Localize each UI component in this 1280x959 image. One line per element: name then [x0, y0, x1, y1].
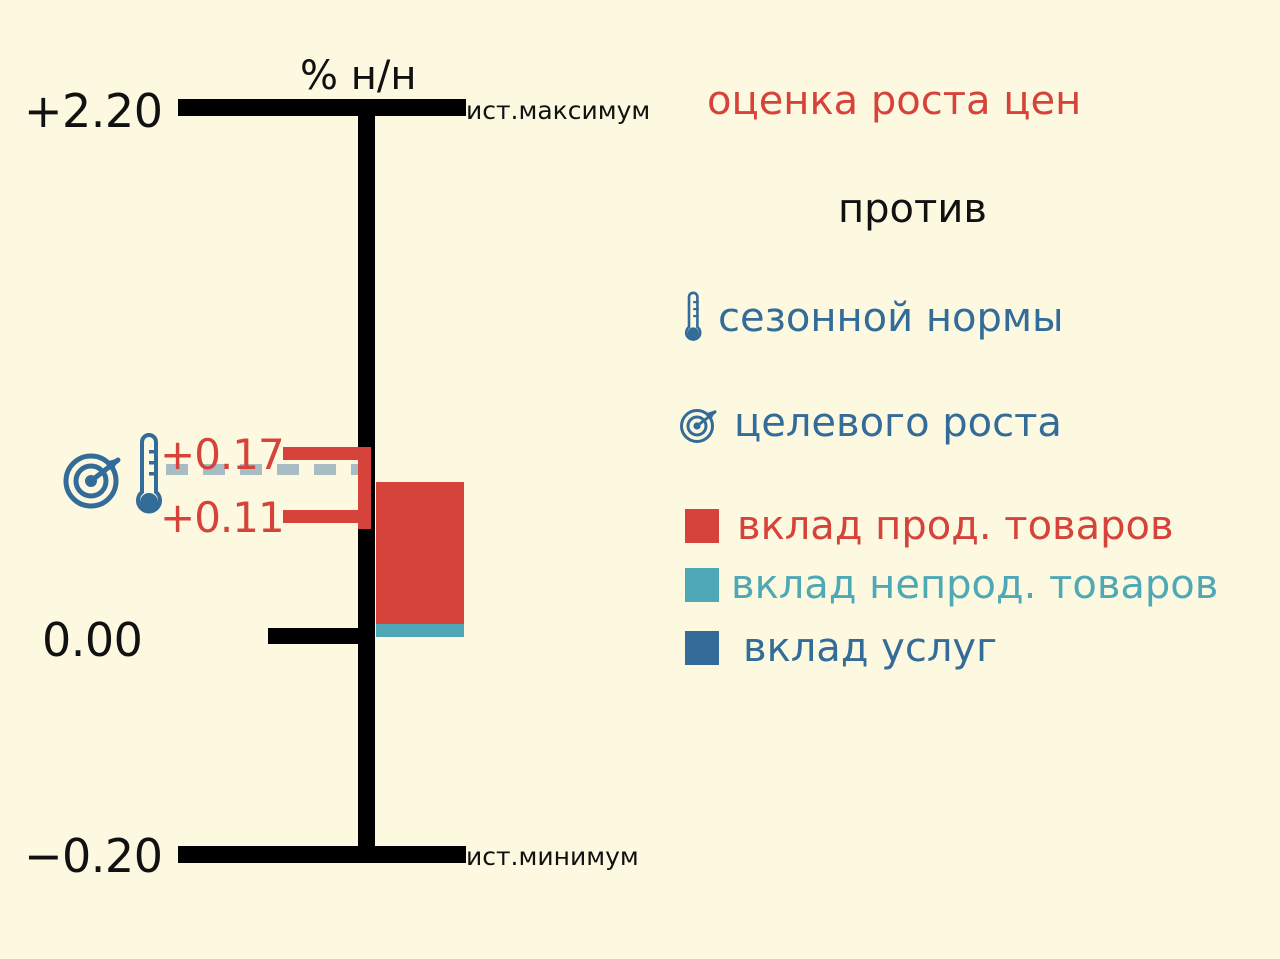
bar-segment-nonfood — [376, 624, 464, 637]
axis-tick-line-max — [178, 99, 466, 116]
legend-label-nonfood: вклад непрод. товаров — [731, 562, 1219, 608]
axis-tick-line-min — [178, 846, 466, 863]
legend-item-services: вклад услуг — [685, 625, 997, 671]
axis-tick-value-max: +2.20 — [24, 84, 163, 138]
legend-label-food: вклад прод. товаров — [737, 503, 1174, 549]
marker-label-target: +0.17 — [160, 430, 285, 479]
axis-unit-label: % н/н — [300, 53, 417, 99]
axis-tick-value-zero: 0.00 — [42, 613, 143, 667]
reference-dashed-line — [166, 464, 371, 475]
note-seasonal-norm-label: сезонной нормы — [718, 295, 1064, 341]
legend-swatch-nonfood — [685, 568, 719, 602]
axis-tick-line-zero — [268, 628, 368, 644]
legend-label-services: вклад услуг — [743, 625, 998, 671]
marker-bracket-norm-horizontal — [283, 510, 371, 523]
legend-item-nonfood: вклад непрод. товаров — [685, 562, 1218, 608]
legend-swatch-services — [685, 631, 719, 665]
marker-bracket-connector — [358, 447, 371, 529]
note-target-growth-label: целевого роста — [734, 400, 1062, 446]
target-icon — [678, 402, 720, 444]
thermometer-icon — [128, 432, 170, 522]
marker-bracket-target-horizontal — [283, 447, 371, 460]
legend-swatch-food — [685, 509, 719, 543]
note-row-target-growth: целевого роста — [678, 400, 1062, 446]
note-versus: против — [838, 186, 987, 232]
legend-item-food: вклад прод. товаров — [685, 503, 1174, 549]
target-icon — [62, 448, 124, 510]
thermometer-icon — [680, 290, 706, 346]
marker-label-norm: +0.11 — [160, 493, 285, 542]
bar-segment-food — [376, 482, 464, 624]
axis-tick-caption-max: ист.максимум — [466, 96, 651, 125]
note-headline: оценка роста цен — [707, 78, 1082, 124]
axis-tick-value-min: −0.20 — [24, 829, 163, 883]
axis-tick-caption-min: ист.минимум — [466, 842, 639, 871]
note-row-seasonal-norm: сезонной нормы — [680, 290, 1064, 346]
